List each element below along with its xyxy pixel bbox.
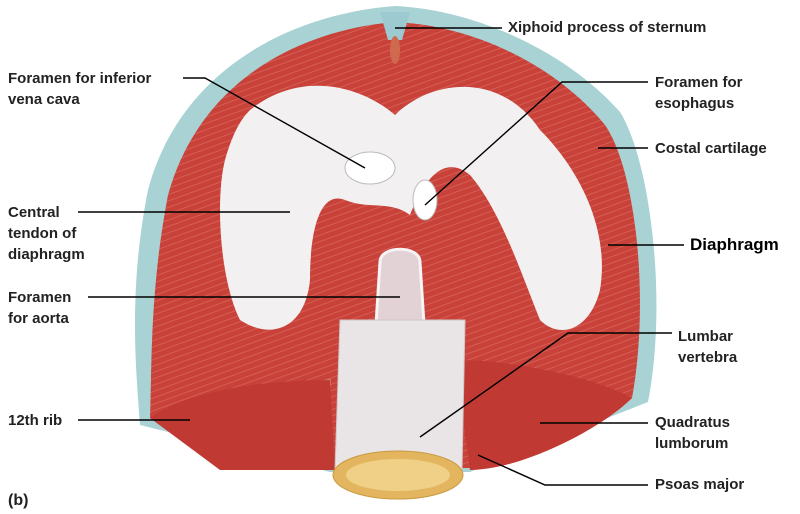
psoas-major: [455, 360, 632, 470]
label-lumbar-vertebra: Lumbar vertebra: [678, 326, 737, 368]
label-xiphoid-process: Xiphoid process of sternum: [508, 19, 707, 36]
label-diaphragm: Diaphragm: [690, 235, 779, 254]
label-esophageal-foramen: Foramen for esophagus: [655, 72, 743, 114]
label-aortic-foramen: Foramen for aorta: [8, 287, 71, 329]
central-tendon: [220, 85, 602, 330]
xiphoid-process: [380, 12, 410, 40]
aortic-foramen: [373, 247, 427, 342]
label-line: esophagus: [655, 95, 735, 112]
label-line: tendon of: [8, 225, 77, 242]
label-line: Central: [8, 204, 60, 221]
label-line: lumborum: [655, 435, 729, 452]
esophageal-foramen: [412, 179, 438, 221]
lumbar-vertebra: [334, 319, 466, 471]
label-line: Quadratus: [655, 414, 731, 431]
label-line: vena cava: [8, 91, 80, 108]
label-line: Foramen for: [655, 74, 743, 91]
label-central-tendon: Central tendon of diaphragm: [8, 202, 85, 265]
label-12th-rib: 12th rib: [8, 412, 63, 429]
label-ivc-foramen: Foramen for inferior vena cava: [8, 68, 151, 110]
panel-label: (b): [8, 492, 29, 509]
label-line: Foramen for inferior: [8, 70, 152, 87]
label-costal-cartilage: Costal cartilage: [655, 140, 767, 157]
label-line: Lumbar: [678, 328, 734, 345]
leader-lines: [78, 27, 684, 486]
label-quadratus-lumborum: Quadratus lumborum: [655, 412, 730, 454]
label-line: for aorta: [8, 310, 69, 327]
quadratus-lumborum: [150, 380, 335, 470]
ivc-foramen: [344, 151, 396, 185]
label-line: vertebra: [678, 349, 738, 366]
label-psoas-major: Psoas major: [655, 476, 745, 493]
label-line: Foramen: [8, 289, 72, 306]
label-line: diaphragm: [8, 246, 85, 263]
